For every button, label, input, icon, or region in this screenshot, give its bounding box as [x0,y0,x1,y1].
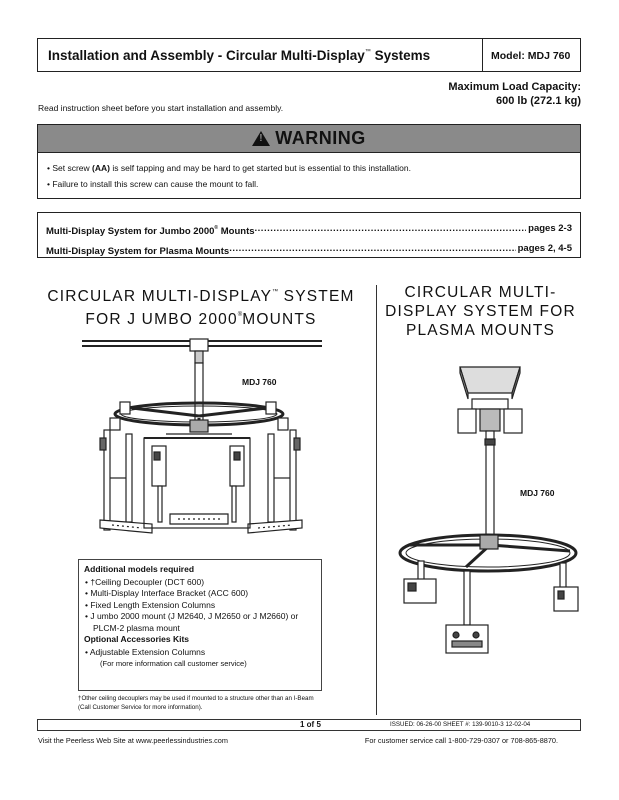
plasma-model-label: MDJ 760 [520,488,555,498]
additional-models-box: Additional models required †Ceiling Deco… [78,559,322,691]
customer-service-phone: For customer service call 1-800-729-0307… [364,736,558,745]
website-note: Visit the Peerless Web Site at www.peerl… [38,736,228,745]
list-item: †Ceiling Decoupler (DCT 600) [84,577,321,589]
model-number: Model: MDJ 760 [482,39,580,71]
plasma-section-title: CIRCULAR MULTI- DISPLAY SYSTEM FOR PLASM… [385,284,576,339]
warning-item: Failure to install this screw can cause … [47,176,580,192]
additional-models-list: †Ceiling Decoupler (DCT 600) Multi-Displ… [84,577,321,635]
additional-models-heading: Additional models required [84,564,195,574]
jumbo-section-title: CIRCULAR MULTI-DISPLAY™ SYSTEM FOR J UMB… [47,288,355,328]
jumbo-mount-diagram [82,338,322,534]
footer-bar: 1 of 5 ISSUED: 06-26-00 SHEET #: 139-901… [37,719,581,731]
list-item: Adjustable Extension Columns [84,647,321,659]
leader-dots [255,220,527,240]
list-item: Multi-Display Interface Bracket (ACC 600… [84,588,321,600]
document-title: Installation and Assembly - Circular Mul… [48,48,431,63]
warning-title: WARNING [275,128,366,148]
plasma-mount-diagram [398,366,579,654]
page-reference-box: Multi-Display System for Jumbo 2000® Mou… [37,212,581,258]
list-item: J umbo 2000 mount (J M2640, J M2650 or J… [84,611,321,634]
warning-box: WARNING Set screw (AA) is self tapping a… [37,124,581,199]
optional-accessories-list: Adjustable Extension Columns [84,647,321,659]
jumbo-model-label: MDJ 760 [242,377,277,387]
warning-header: WARNING [38,125,580,153]
warning-triangle-icon [252,131,271,146]
decoupler-footnote: †Other ceiling decouplers may be used if… [78,695,314,711]
warning-list: Set screw (AA) is self tapping and may b… [38,153,580,192]
read-instructions-note: Read instruction sheet before you start … [38,103,284,113]
issue-info: ISSUED: 06-26-00 SHEET #: 139-9010-3 12-… [390,721,531,728]
leader-dots [229,240,515,260]
page-number: 1 of 5 [300,720,321,729]
max-load-capacity: Maximum Load Capacity: 600 lb (272.1 kg) [448,81,581,107]
warning-item: Set screw (AA) is self tapping and may b… [47,160,580,176]
optional-accessories-heading: Optional Accessories Kits [84,634,190,644]
page-ref-plasma: Multi-Display System for Plasma Mounts p… [46,240,572,260]
column-divider [376,285,377,715]
header-box: Installation and Assembly - Circular Mul… [37,38,581,72]
customer-service-note: (For more information call customer serv… [100,659,247,668]
page-ref-jumbo: Multi-Display System for Jumbo 2000® Mou… [46,220,572,240]
list-item: Fixed Length Extension Columns [84,600,321,612]
